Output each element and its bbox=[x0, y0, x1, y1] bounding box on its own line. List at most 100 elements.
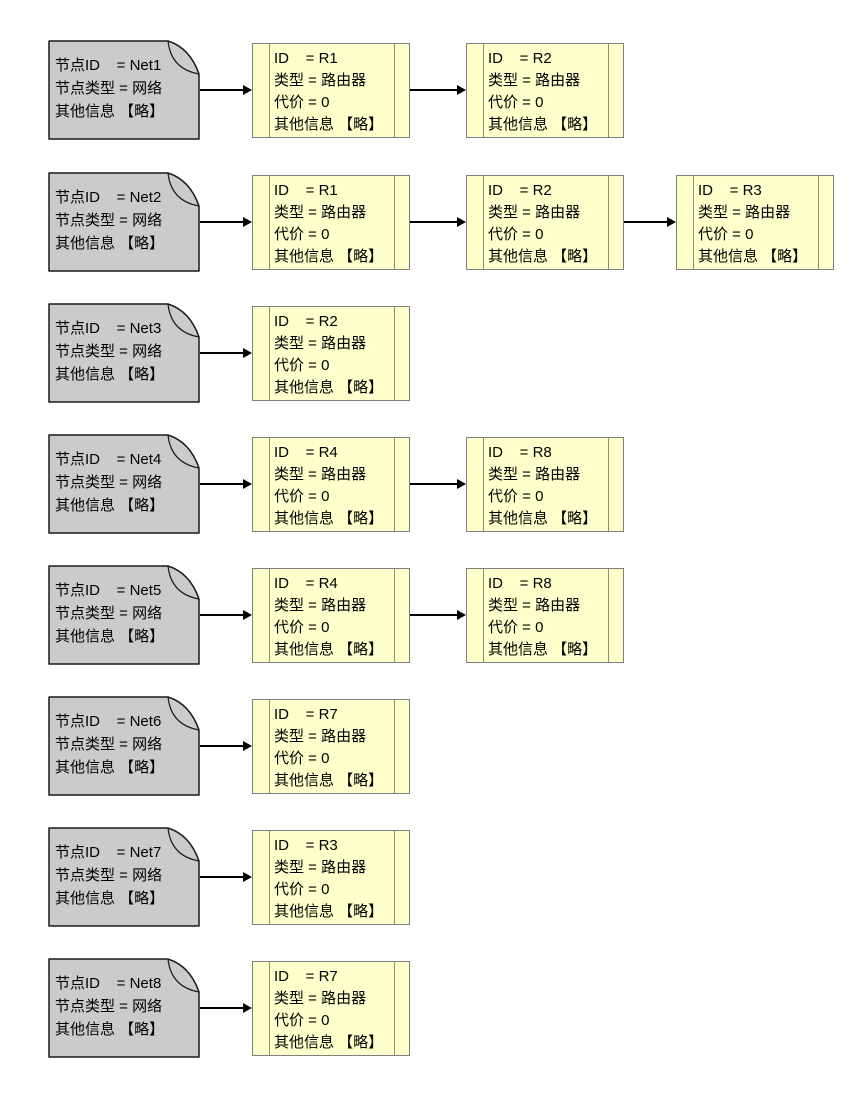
network-line: 节点类型 = 网络 bbox=[55, 605, 163, 622]
note-shape bbox=[48, 696, 200, 796]
router-line: 类型 = 路由器 bbox=[274, 597, 367, 614]
record-divider-right bbox=[394, 831, 395, 924]
network-line: 节点ID = Net3 bbox=[55, 320, 162, 337]
arrow bbox=[200, 479, 252, 489]
network-line: 节点ID = Net1 bbox=[55, 57, 162, 74]
network-line: 节点类型 = 网络 bbox=[55, 80, 163, 97]
router-line: 其他信息 【略】 bbox=[274, 903, 384, 920]
record-divider-left bbox=[269, 831, 270, 924]
arrow bbox=[410, 479, 466, 489]
note-outline bbox=[48, 303, 200, 403]
router-line: 其他信息 【略】 bbox=[698, 248, 808, 265]
router-line: ID = R2 bbox=[488, 182, 552, 199]
record-divider-left bbox=[693, 176, 694, 269]
folded-corner-icon bbox=[167, 958, 200, 993]
network-line: 其他信息 【略】 bbox=[55, 497, 165, 514]
router-line: ID = R3 bbox=[274, 837, 338, 854]
folded-corner-icon bbox=[167, 565, 200, 600]
router-line: 类型 = 路由器 bbox=[274, 466, 367, 483]
record-divider-right bbox=[818, 176, 819, 269]
network-node-net5: 节点ID = Net5 节点类型 = 网络其他信息 【略】 bbox=[48, 565, 200, 665]
network-line: 节点类型 = 网络 bbox=[55, 998, 163, 1015]
network-line: 其他信息 【略】 bbox=[55, 759, 165, 776]
router-line: 其他信息 【略】 bbox=[274, 772, 384, 789]
record-divider-right bbox=[394, 700, 395, 793]
note-outline bbox=[48, 565, 200, 665]
router-line: ID = R8 bbox=[488, 575, 552, 592]
router-line: 类型 = 路由器 bbox=[274, 990, 367, 1007]
router-line: 类型 = 路由器 bbox=[274, 204, 367, 221]
network-line: 节点类型 = 网络 bbox=[55, 343, 163, 360]
router-line: 代价 = 0 bbox=[488, 226, 544, 243]
router-line: 类型 = 路由器 bbox=[274, 728, 367, 745]
record-divider-right bbox=[394, 569, 395, 662]
router-line: 代价 = 0 bbox=[274, 1012, 330, 1029]
arrow bbox=[200, 348, 252, 358]
note-shape bbox=[48, 958, 200, 1058]
network-line: 节点类型 = 网络 bbox=[55, 212, 163, 229]
router-line: 代价 = 0 bbox=[274, 488, 330, 505]
record-divider-left bbox=[269, 44, 270, 137]
note-outline bbox=[48, 40, 200, 140]
folded-corner-icon bbox=[167, 303, 200, 338]
record-divider-left bbox=[269, 307, 270, 400]
note-outline bbox=[48, 696, 200, 796]
arrow bbox=[200, 872, 252, 882]
network-line: 其他信息 【略】 bbox=[55, 890, 165, 907]
note-shape bbox=[48, 303, 200, 403]
record-divider-right bbox=[394, 438, 395, 531]
network-line: 节点ID = Net2 bbox=[55, 189, 162, 206]
diagram-row-net2: 节点ID = Net2 节点类型 = 网络其他信息 【略】 ID = R1 类型 =… bbox=[0, 172, 859, 272]
record-divider-right bbox=[608, 44, 609, 137]
note-outline bbox=[48, 434, 200, 534]
note-shape bbox=[48, 172, 200, 272]
folded-corner-icon bbox=[167, 40, 200, 75]
record-divider-left bbox=[483, 438, 484, 531]
router-line: 其他信息 【略】 bbox=[488, 248, 598, 265]
network-line: 节点ID = Net5 bbox=[55, 582, 162, 599]
router-line: 其他信息 【略】 bbox=[274, 641, 384, 658]
arrow bbox=[624, 217, 676, 227]
note-shape bbox=[48, 40, 200, 140]
record-divider-left bbox=[269, 438, 270, 531]
router-line: ID = R7 bbox=[274, 706, 338, 723]
router-line: 其他信息 【略】 bbox=[274, 248, 384, 265]
record-divider-left bbox=[483, 44, 484, 137]
arrow bbox=[200, 610, 252, 620]
router-line: ID = R1 bbox=[274, 182, 338, 199]
note-outline bbox=[48, 958, 200, 1058]
record-divider-right bbox=[608, 569, 609, 662]
note-outline bbox=[48, 827, 200, 927]
record-divider-left bbox=[483, 569, 484, 662]
folded-corner-icon bbox=[167, 827, 200, 862]
router-line: 代价 = 0 bbox=[274, 619, 330, 636]
arrow bbox=[200, 85, 252, 95]
network-line: 其他信息 【略】 bbox=[55, 1021, 165, 1038]
network-line: 其他信息 【略】 bbox=[55, 628, 165, 645]
